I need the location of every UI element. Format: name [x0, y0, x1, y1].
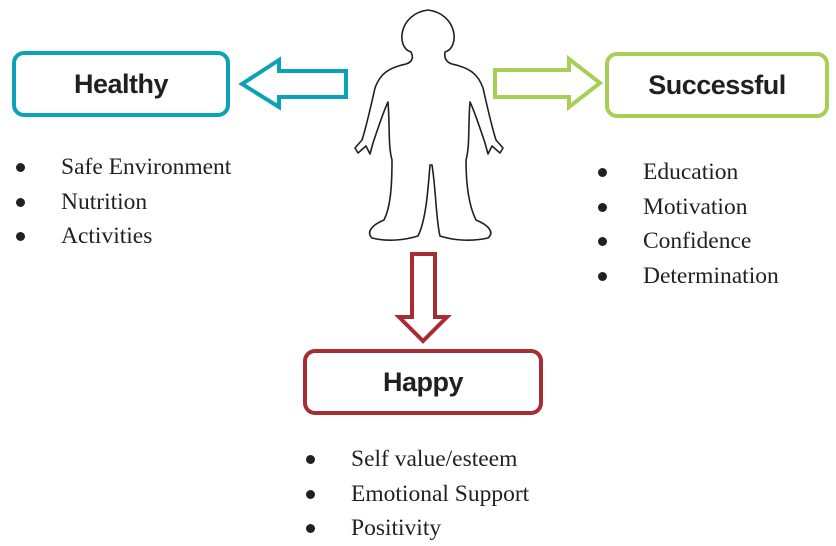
- successful-list: Education Motivation Confidence Determin…: [594, 155, 779, 293]
- healthy-label: Healthy: [73, 68, 169, 99]
- bullet-icon: [16, 197, 25, 207]
- happy-box: Happy: [303, 349, 543, 415]
- bullet-icon: [306, 524, 315, 533]
- bullet-icon: [306, 489, 315, 499]
- bullet-icon: [598, 271, 607, 281]
- successful-label: Successful: [648, 69, 786, 100]
- arrow-down-icon: [394, 252, 452, 344]
- happy-label: Happy: [382, 366, 464, 397]
- list-item: Self value/esteem: [302, 442, 529, 477]
- bullet-icon: [306, 455, 315, 464]
- happy-list: Self value/esteem Emotional Support Posi…: [302, 442, 529, 546]
- arrow-right-icon: [493, 54, 604, 112]
- list-item: Motivation: [594, 190, 779, 225]
- bullet-icon: [598, 237, 607, 246]
- list-item: Nutrition: [12, 185, 231, 220]
- bullet-icon: [598, 202, 607, 212]
- healthy-list: Safe Environment Nutrition Activities: [12, 150, 231, 254]
- list-item: Emotional Support: [302, 477, 529, 512]
- bullet-icon: [16, 232, 25, 241]
- list-item: Activities: [12, 219, 231, 254]
- list-item: Positivity: [302, 511, 529, 546]
- successful-box: Successful: [605, 52, 829, 118]
- list-item: Safe Environment: [12, 150, 231, 185]
- arrow-left-icon: [238, 56, 348, 111]
- bullet-icon: [598, 168, 607, 177]
- person-outline-icon: [354, 9, 504, 241]
- list-item: Determination: [594, 259, 779, 294]
- bullet-icon: [16, 163, 25, 172]
- healthy-box: Healthy: [12, 51, 230, 117]
- list-item: Confidence: [594, 224, 779, 259]
- list-item: Education: [594, 155, 779, 190]
